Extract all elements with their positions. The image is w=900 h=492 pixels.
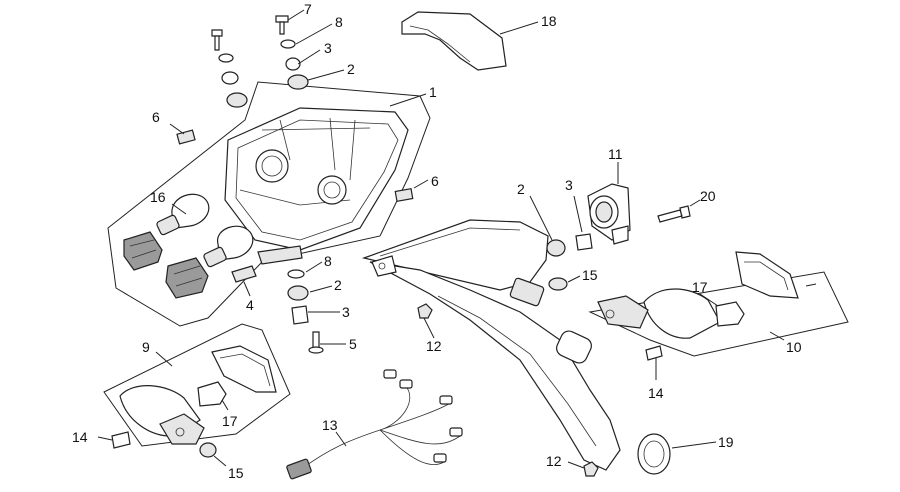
callout-3: 3 xyxy=(342,304,350,320)
part-18-pad[interactable] xyxy=(401,11,507,71)
part-15-grommet-upper[interactable] xyxy=(548,277,568,291)
lens-left[interactable] xyxy=(211,345,277,393)
screw-stack-lower[interactable] xyxy=(287,269,324,354)
part-20-screw[interactable] xyxy=(657,205,691,223)
callout-13: 13 xyxy=(322,417,338,433)
part-12-nut-upper[interactable] xyxy=(417,303,433,319)
callout-15: 15 xyxy=(228,465,244,481)
callout-14: 14 xyxy=(648,385,664,401)
part-2-grommet-right[interactable] xyxy=(546,239,566,257)
callout-18: 18 xyxy=(541,13,557,29)
part-13-wiring-harness[interactable] xyxy=(286,369,463,480)
callout-14: 14 xyxy=(72,429,88,445)
part-17-bulb-left[interactable] xyxy=(197,381,227,407)
callout-8: 8 xyxy=(335,14,343,30)
part-16-bulbs[interactable] xyxy=(123,193,254,299)
callout-20: 20 xyxy=(700,188,716,204)
callout-12: 12 xyxy=(426,338,442,354)
callout-4: 4 xyxy=(246,297,254,313)
license-plate-holder[interactable] xyxy=(361,219,621,471)
screw-stack-right[interactable] xyxy=(275,15,309,90)
turn-signal-left[interactable] xyxy=(119,385,205,445)
callout-3: 3 xyxy=(565,177,573,193)
part-1-tail-housing[interactable] xyxy=(224,107,409,265)
callout-5: 5 xyxy=(349,336,357,352)
leader-lines xyxy=(97,9,817,469)
callout-6: 6 xyxy=(431,173,439,189)
callout-2: 2 xyxy=(334,277,342,293)
callout-16: 16 xyxy=(150,189,166,205)
callout-11: 11 xyxy=(608,146,623,162)
part-15-grommet-lower[interactable] xyxy=(199,442,217,458)
callout-19: 19 xyxy=(718,434,734,450)
callout-12: 12 xyxy=(546,453,562,469)
screw-stack-left[interactable] xyxy=(211,29,248,108)
turn-signal-right[interactable] xyxy=(597,288,721,339)
part-14-screw-right[interactable] xyxy=(645,345,663,361)
part-17-bulb-right[interactable] xyxy=(715,301,745,327)
part-12-nut-lower[interactable] xyxy=(583,461,599,477)
callout-8: 8 xyxy=(324,253,332,269)
part-4-bracket[interactable] xyxy=(231,265,257,283)
callout-2: 2 xyxy=(347,61,355,77)
part-19-reflector[interactable] xyxy=(637,433,671,475)
callout-7: 7 xyxy=(304,1,312,17)
part-11-license-light[interactable] xyxy=(587,183,631,245)
callout-labels: 7 8 3 2 18 1 6 16 6 11 2 3 20 8 2 15 4 3… xyxy=(72,1,802,481)
lens-right[interactable] xyxy=(735,251,799,299)
part-14-screw-left[interactable] xyxy=(111,431,131,449)
part-6-clip-right[interactable] xyxy=(394,187,414,203)
callout-2: 2 xyxy=(517,181,525,197)
part-3-bushing-right[interactable] xyxy=(575,233,593,251)
callout-17: 17 xyxy=(692,279,708,295)
callout-6: 6 xyxy=(152,109,160,125)
callout-1: 1 xyxy=(429,84,437,100)
callout-9: 9 xyxy=(142,339,150,355)
part-6-clip-left[interactable] xyxy=(176,129,196,145)
assembly-frame-left-lower xyxy=(103,323,291,447)
callout-15: 15 xyxy=(582,267,598,283)
assembly-frame-left xyxy=(107,81,431,327)
callout-17: 17 xyxy=(222,413,238,429)
callout-3: 3 xyxy=(324,40,332,56)
callout-10: 10 xyxy=(786,339,802,355)
